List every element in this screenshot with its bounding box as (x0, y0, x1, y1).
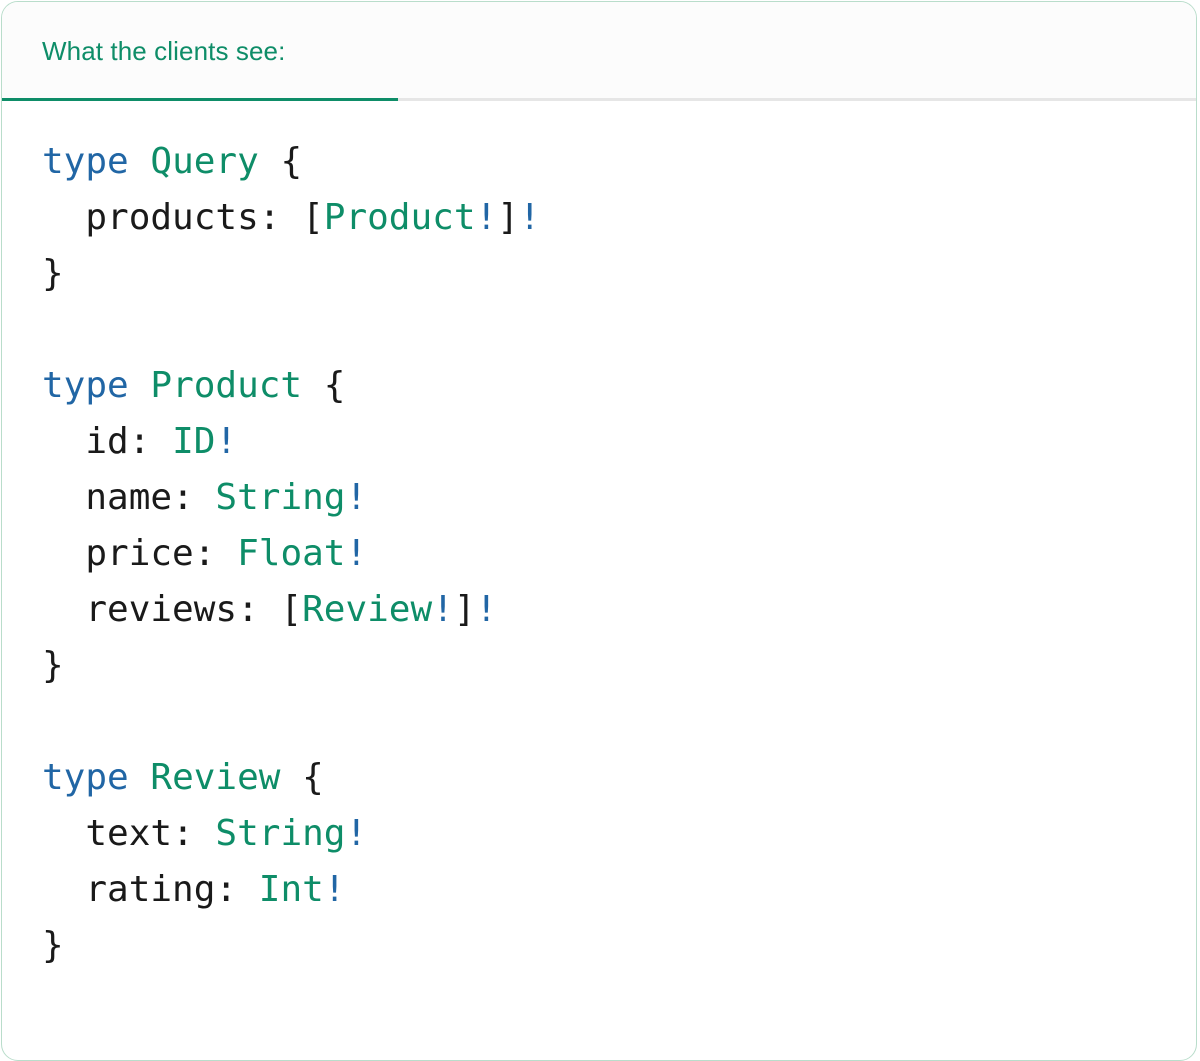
code-token-field: products (85, 197, 259, 238)
code-token-punct (129, 757, 151, 798)
tab-what-the-clients-see[interactable]: What the clients see: (2, 2, 398, 101)
code-token-type: String (215, 477, 346, 518)
code-token-punct (129, 365, 151, 406)
code-token-field: id (85, 421, 129, 462)
code-token-type: Float (237, 533, 346, 574)
code-line: name: String! (42, 470, 1196, 526)
code-line: reviews: [Review!]! (42, 582, 1196, 638)
code-line (42, 302, 1196, 358)
code-line: price: Float! (42, 526, 1196, 582)
code-token-field: price (85, 533, 194, 574)
code-token-punct: ] (497, 197, 519, 238)
code-token-type: Review (150, 757, 281, 798)
code-token-bang: ! (518, 197, 541, 238)
code-line: type Product { (42, 358, 1196, 414)
code-token-type: Int (258, 869, 324, 910)
code-token-punct: } (42, 925, 64, 966)
code-line: text: String! (42, 806, 1196, 862)
code-token-punct (42, 197, 85, 238)
code-line: type Query { (42, 134, 1196, 190)
tab-strip-divider (2, 98, 1196, 101)
code-token-field: text (85, 813, 173, 854)
code-token-punct: { (302, 365, 346, 406)
code-token-punct (42, 589, 85, 630)
code-token-kw: type (42, 365, 129, 406)
code-token-bang: ! (475, 589, 498, 630)
code-token-punct: : (172, 813, 216, 854)
code-token-kw: type (42, 141, 129, 182)
code-line: } (42, 246, 1196, 302)
code-token-bang: ! (345, 533, 368, 574)
code-token-field: rating (85, 869, 216, 910)
code-line: products: [Product!]! (42, 190, 1196, 246)
code-token-field: name (85, 477, 173, 518)
code-token-punct (42, 869, 85, 910)
code-token-punct (42, 421, 85, 462)
code-token-type: ID (172, 421, 216, 462)
code-token-bang: ! (323, 869, 346, 910)
code-body: type Query { products: [Product!]!} type… (2, 101, 1196, 974)
code-token-punct: { (280, 757, 324, 798)
code-token-punct: } (42, 253, 64, 294)
code-line: } (42, 918, 1196, 974)
code-line: id: ID! (42, 414, 1196, 470)
code-token-punct: : [ (258, 197, 324, 238)
graphql-schema-code: type Query { products: [Product!]!} type… (42, 134, 1196, 974)
code-token-punct: : (128, 421, 173, 462)
code-token-type: Product (323, 197, 476, 238)
code-token-punct: : (193, 533, 238, 574)
code-token-punct: ] (453, 589, 476, 630)
code-token-bang: ! (345, 477, 368, 518)
code-token-punct (42, 477, 85, 518)
code-line (42, 694, 1196, 750)
tab-strip: What the clients see: (2, 2, 1196, 101)
code-token-field: reviews (85, 589, 238, 630)
code-token-punct: : (215, 869, 259, 910)
code-token-punct: : (172, 477, 216, 518)
code-token-punct: { (258, 141, 303, 182)
code-token-bang: ! (475, 197, 498, 238)
code-token-type: Product (150, 365, 303, 406)
code-line: } (42, 638, 1196, 694)
code-token-bang: ! (215, 421, 238, 462)
code-token-bang: ! (432, 589, 454, 630)
tab-label: What the clients see: (42, 36, 286, 66)
code-token-bang: ! (345, 813, 368, 854)
code-token-punct: } (42, 645, 64, 686)
code-token-punct (42, 533, 85, 574)
code-line: rating: Int! (42, 862, 1196, 918)
code-token-punct (129, 141, 151, 182)
active-tab-underline (2, 98, 398, 101)
code-token-punct: : [ (237, 589, 303, 630)
code-token-type: Query (150, 141, 259, 182)
code-token-type: Review (302, 589, 433, 630)
code-token-type: String (215, 813, 346, 854)
code-line: type Review { (42, 750, 1196, 806)
code-token-kw: type (42, 757, 129, 798)
code-token-punct (42, 813, 85, 854)
